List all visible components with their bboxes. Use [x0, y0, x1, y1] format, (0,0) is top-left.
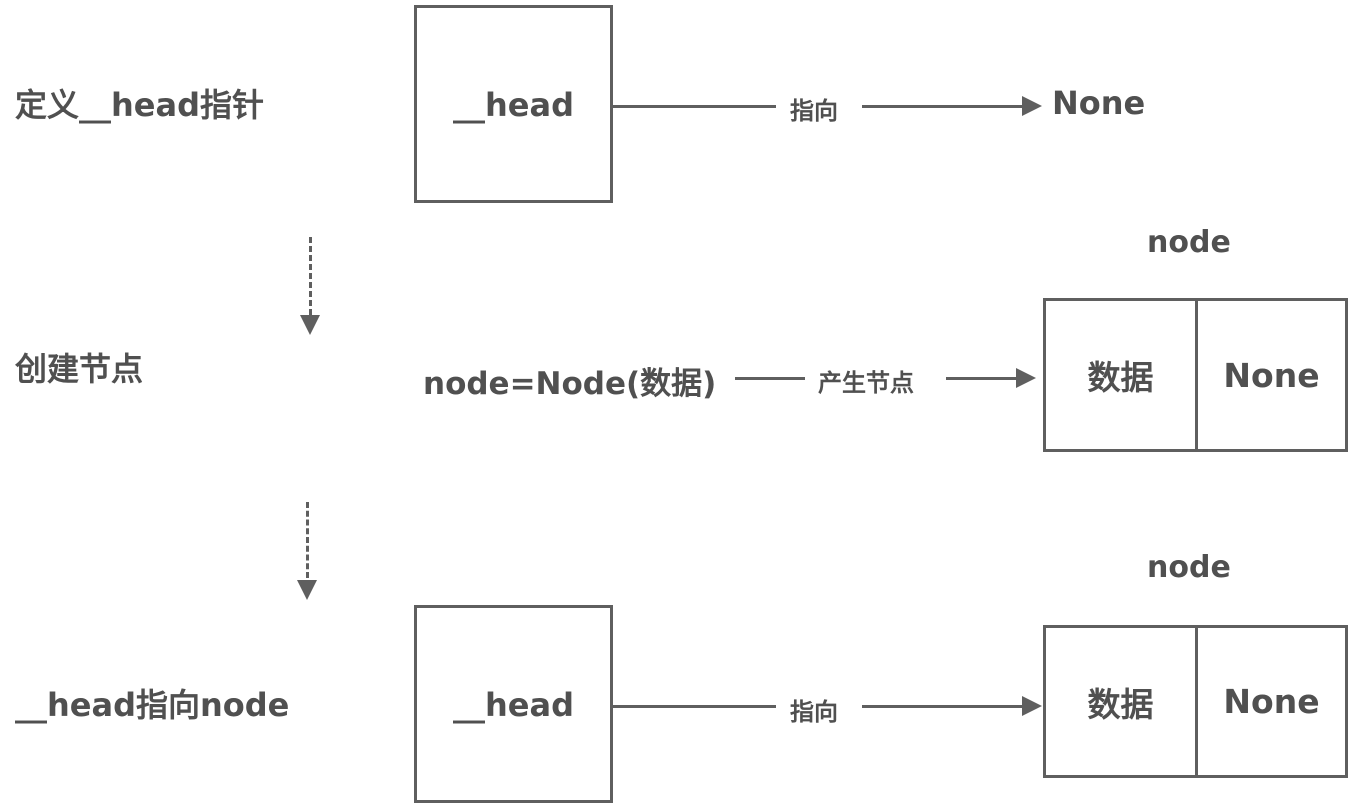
- step-3-connector-line-a: [613, 705, 776, 708]
- step-3-label: __head指向node: [15, 686, 290, 724]
- step-3-head-box: __head: [414, 605, 613, 803]
- step-2-arrowhead-icon: [1016, 368, 1036, 388]
- flow-arrow-1-line: [309, 237, 312, 315]
- step-3-head-text: __head: [453, 686, 574, 724]
- step-3-arrowhead-icon: [1022, 696, 1042, 716]
- flow-arrow-1-down-icon: [300, 315, 320, 335]
- step-3-edge-label: 指向: [790, 698, 838, 726]
- step-2-connector-line-b: [946, 377, 1016, 380]
- step-3-node-box: 数据 None: [1043, 625, 1348, 778]
- step-2-node-next-cell: None: [1223, 355, 1320, 395]
- step-1-edge-label: 指向: [790, 97, 838, 125]
- step-3-node-title: node: [1147, 550, 1231, 585]
- step-2-edge-label: 产生节点: [818, 369, 914, 397]
- step-2-node-box: 数据 None: [1043, 298, 1348, 452]
- flow-arrow-2-line: [306, 502, 309, 578]
- step-2-node-data-cell: 数据: [1087, 358, 1154, 397]
- step-1-head-box: __head: [414, 5, 613, 203]
- step-1-head-text: __head: [453, 86, 574, 124]
- step-2-label: 创建节点: [15, 350, 144, 388]
- step-2-node-title: node: [1147, 225, 1231, 260]
- step-3-node-data-cell: 数据: [1087, 684, 1154, 724]
- step-1-connector-line-a: [613, 105, 776, 108]
- step-1-label: 定义__head指针: [15, 86, 264, 124]
- step-2-node-divider: [1195, 301, 1198, 449]
- step-2-connector-line-a: [735, 377, 805, 380]
- step-1-target-none: None: [1052, 84, 1146, 122]
- step-3-connector-line-b: [862, 705, 1022, 708]
- flow-arrow-2-down-icon: [297, 580, 317, 600]
- step-3-node-next-cell: None: [1223, 682, 1320, 721]
- step-1-connector-line-b: [862, 105, 1022, 108]
- step-2-expression: node=Node(数据): [423, 366, 717, 402]
- step-3-node-divider: [1195, 628, 1198, 775]
- step-1-arrowhead-icon: [1022, 96, 1042, 116]
